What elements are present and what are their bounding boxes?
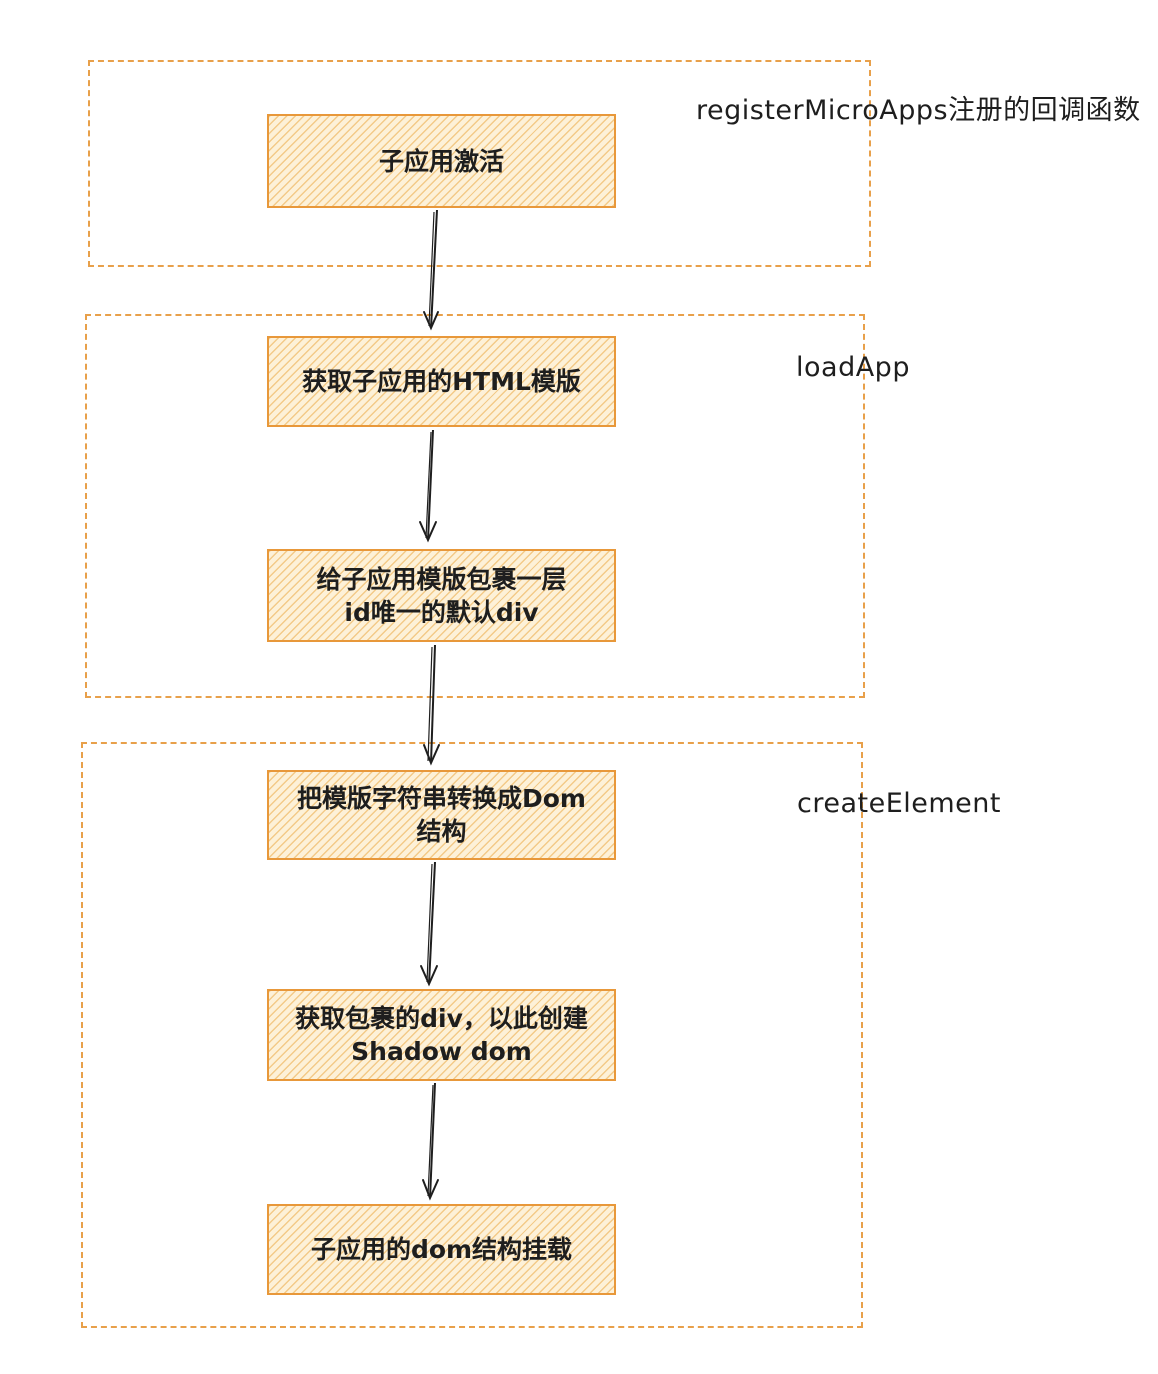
group-load-app bbox=[85, 314, 865, 698]
node-fetch-html: 获取子应用的HTML模版 bbox=[267, 336, 616, 427]
node-fetch-html-text: 获取子应用的HTML模版 bbox=[302, 367, 581, 396]
node-mount-text: 子应用的dom结构挂载 bbox=[310, 1235, 573, 1264]
group-label-create-element: createElement bbox=[797, 788, 1001, 819]
node-activate: 子应用激活 bbox=[267, 114, 616, 208]
node-to-dom: 把模版字符串转换成Dom 结构 bbox=[267, 770, 616, 860]
node-wrap-div: 给子应用模版包裹一层 id唯一的默认div bbox=[267, 549, 616, 642]
group-label-register-micro-apps: registerMicroApps注册的回调函数 bbox=[696, 95, 1141, 126]
node-shadow-dom: 获取包裹的div，以此创建 Shadow dom bbox=[267, 989, 616, 1081]
group-label-load-app: loadApp bbox=[796, 352, 910, 383]
node-wrap-div-text: 给子应用模版包裹一层 id唯一的默认div bbox=[316, 564, 567, 627]
node-shadow-dom-text: 获取包裹的div，以此创建 Shadow dom bbox=[295, 1004, 588, 1066]
node-to-dom-text: 把模版字符串转换成Dom 结构 bbox=[297, 784, 586, 846]
node-mount: 子应用的dom结构挂载 bbox=[267, 1204, 616, 1295]
node-activate-text: 子应用激活 bbox=[378, 146, 504, 176]
group-register-micro-apps bbox=[88, 60, 871, 267]
group-create-element bbox=[81, 742, 863, 1328]
